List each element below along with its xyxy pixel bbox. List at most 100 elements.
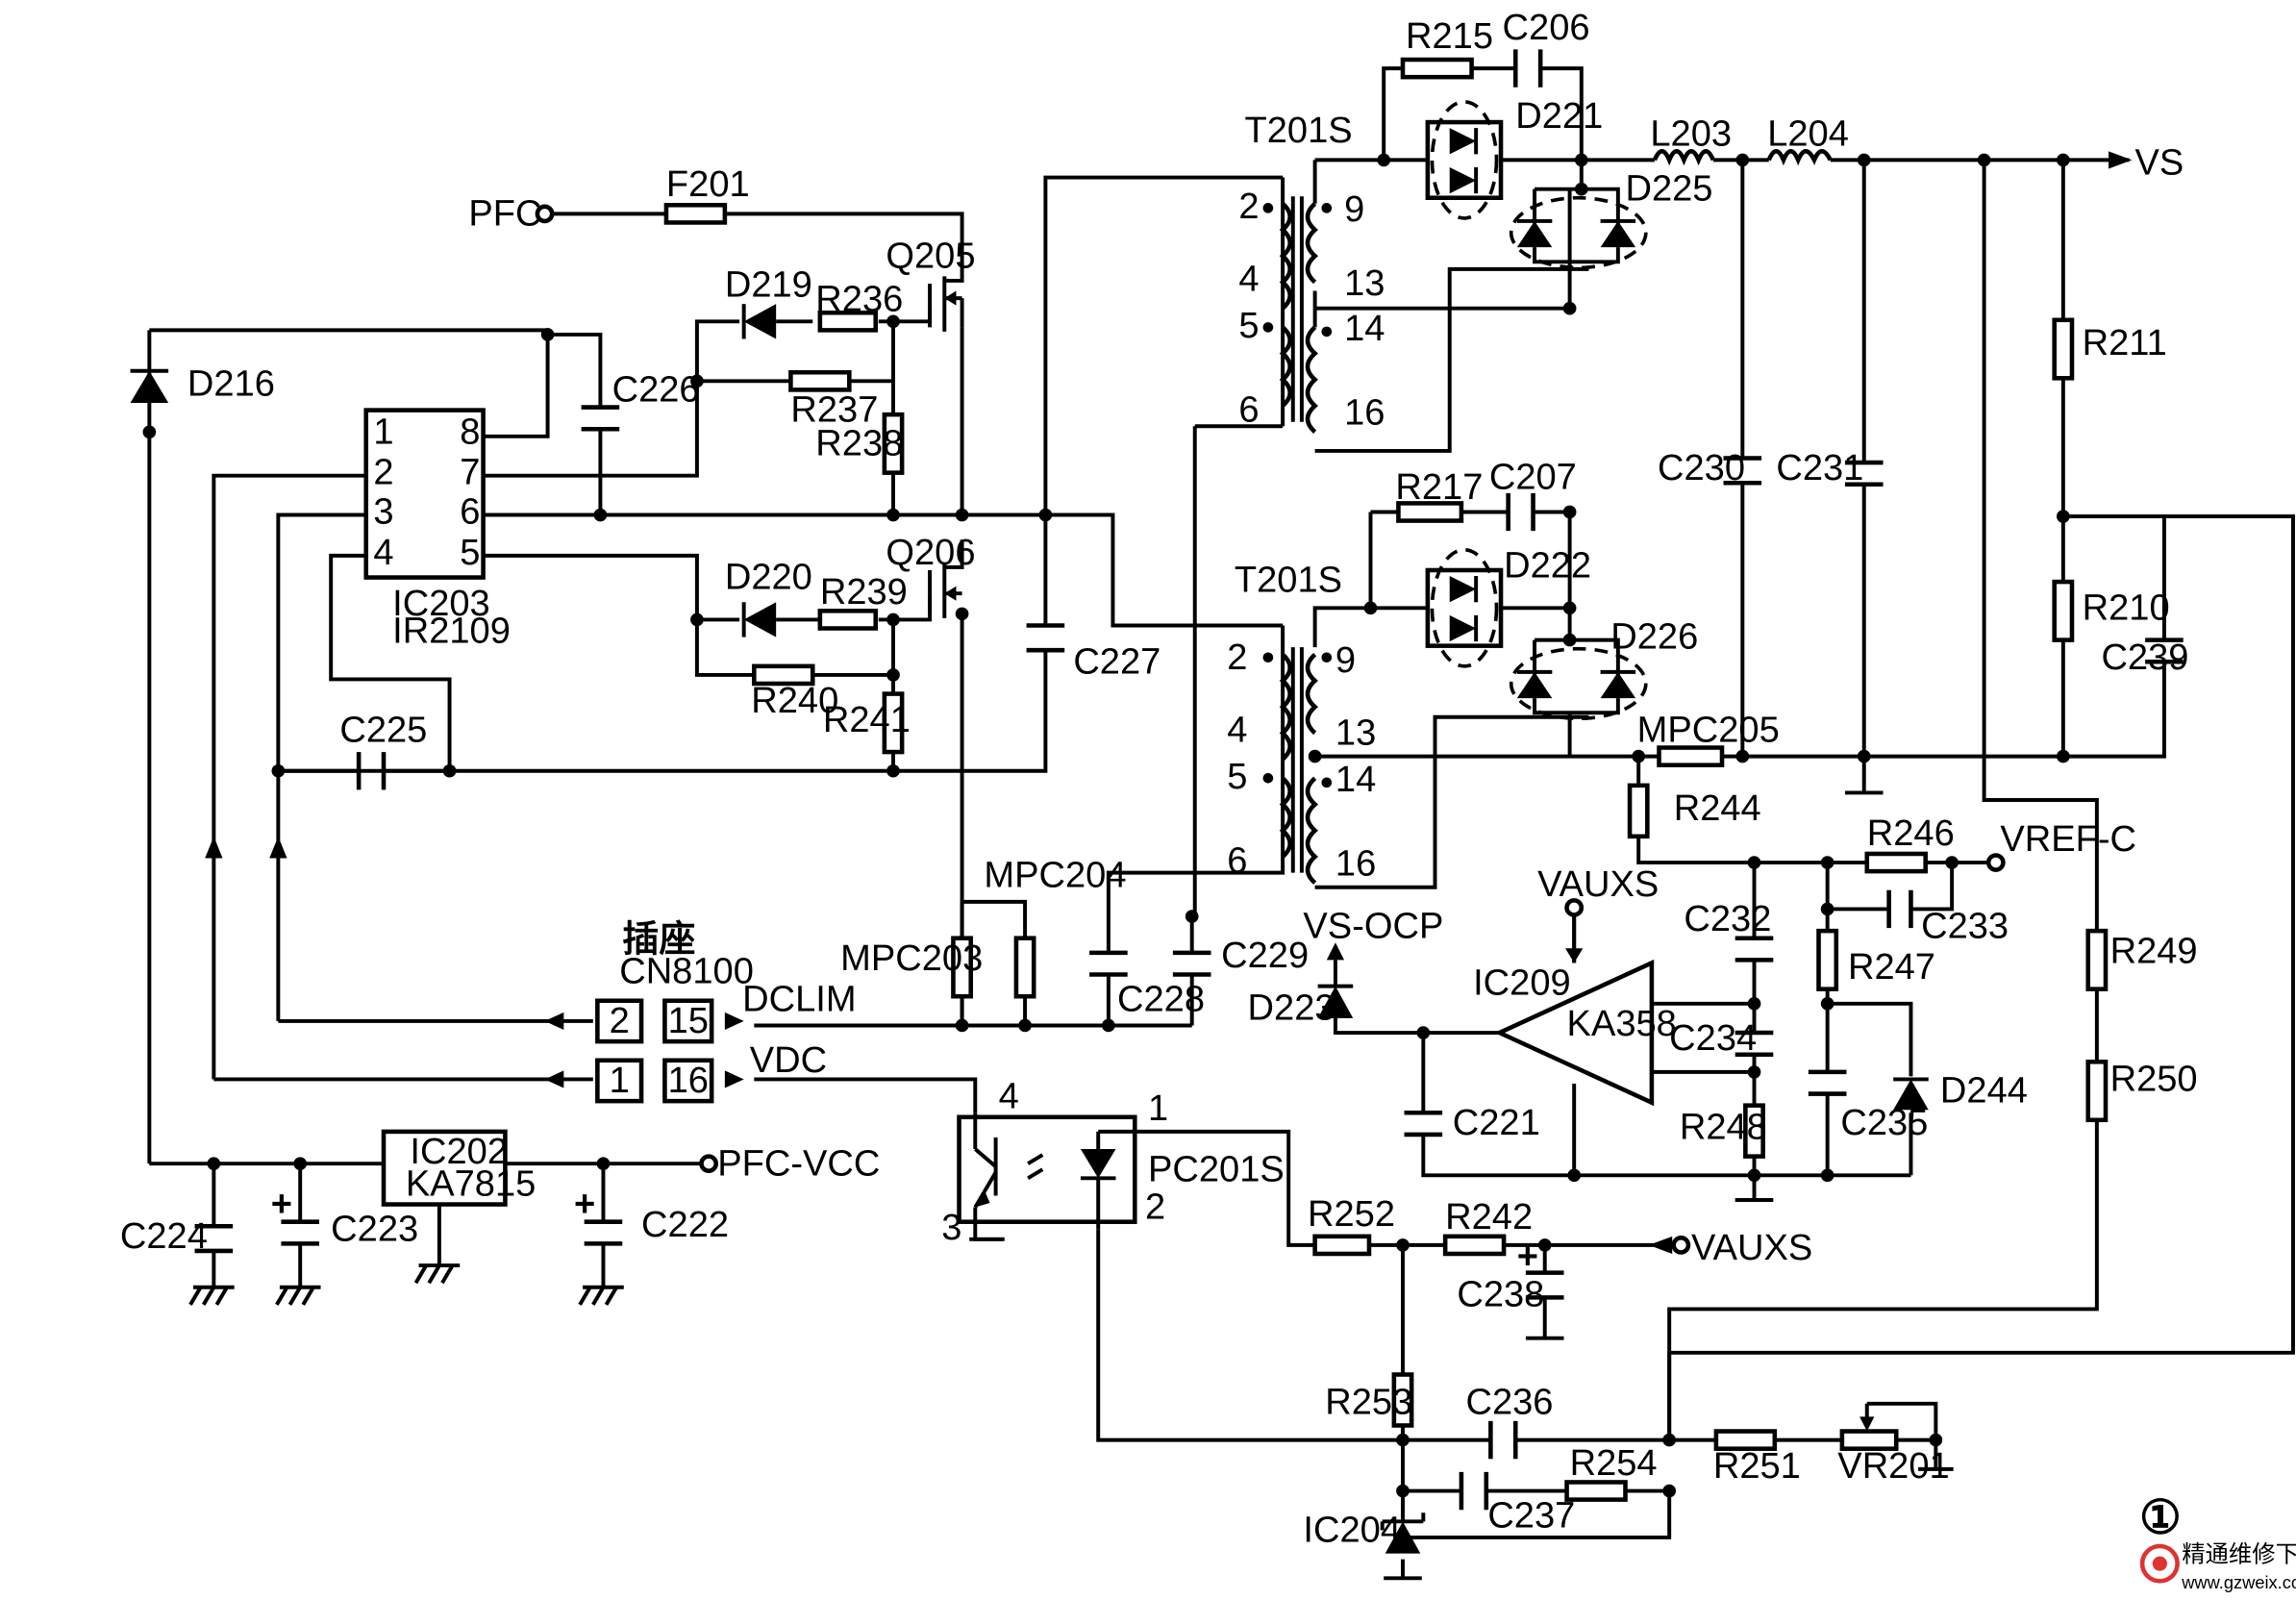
diode-d221 — [1425, 100, 1504, 220]
cn-pin-1: 1 — [610, 1061, 630, 1101]
pin-numbers: 1 2 3 4 8 7 6 5 2 4 5 6 9 13 14 16 2 4 5… — [373, 187, 1385, 1248]
dclim-arrow-left — [544, 1012, 564, 1031]
label-c224: C224 — [120, 1216, 208, 1257]
resistor-r247 — [1816, 928, 1839, 991]
pfc-terminal — [535, 204, 555, 224]
pc-pin-2: 2 — [1145, 1188, 1165, 1228]
resistor-r211 — [2052, 317, 2075, 381]
t2-pin-9: 9 — [1335, 640, 1356, 681]
resistor-mpc203 — [951, 936, 974, 999]
diode-d216 — [130, 368, 169, 404]
capacitor-c227 — [1026, 623, 1065, 653]
cn-pin-2-box — [595, 998, 644, 1044]
label-c230: C230 — [1658, 448, 1745, 488]
label-c206: C206 — [1503, 8, 1590, 48]
diode-d222 — [1425, 547, 1504, 668]
capacitor-c234 — [1734, 1030, 1774, 1057]
mosfet-q206 — [928, 563, 962, 618]
t2-pin-6: 6 — [1227, 841, 1247, 882]
vdc-arrow-left — [544, 1070, 564, 1088]
label-r210: R210 — [2083, 588, 2170, 629]
t1-pin-6: 6 — [1238, 390, 1259, 431]
resistor-mpc204 — [1013, 936, 1036, 999]
label-r217: R217 — [1395, 467, 1483, 508]
t1-pin-4: 4 — [1238, 260, 1259, 300]
resistor-r236 — [817, 310, 879, 333]
vref-c-terminal — [1985, 853, 2006, 872]
resistor-r248 — [1743, 1103, 1765, 1159]
ic203-pin-4: 4 — [373, 533, 393, 573]
label-r252: R252 — [1308, 1194, 1395, 1235]
label-ka358: KA358 — [1567, 1004, 1677, 1044]
inductor-l203 — [1652, 149, 1715, 166]
capacitor-c235 — [1808, 1069, 1847, 1096]
label-t201s-bottom: T201S — [1235, 561, 1342, 601]
resistors — [663, 57, 2109, 1502]
ic202-ka7815-body — [381, 1129, 508, 1207]
ic204-shunt-regulator — [1380, 1498, 1426, 1554]
label-c237: C237 — [1487, 1495, 1575, 1536]
label-d216: D216 — [187, 364, 275, 405]
resistor-r250 — [2085, 1060, 2109, 1123]
capacitor-c237 — [1459, 1471, 1489, 1511]
figure-number: ① — [2139, 1492, 2182, 1544]
vauxs-in-terminal — [1671, 1236, 1691, 1255]
t1-pin-2: 2 — [1238, 187, 1259, 227]
label-c229: C229 — [1221, 936, 1309, 976]
label-r249: R249 — [2110, 932, 2198, 972]
label-mpc205: MPC205 — [1637, 711, 1780, 751]
label-cn8100: CN8100 — [619, 952, 754, 992]
t1-pin-9: 9 — [1344, 189, 1364, 230]
capacitor-c238 — [1525, 1270, 1564, 1300]
watermark-site-url: www.gzweix.com — [2181, 1573, 2296, 1592]
capacitors: + + + — [194, 49, 2184, 1511]
cn-pin-15: 15 — [668, 1001, 709, 1041]
label-r244: R244 — [1674, 788, 1761, 829]
diode-d220 — [741, 602, 777, 638]
ic203-pin-2: 2 — [373, 453, 393, 493]
capacitor-c224 — [194, 1223, 234, 1254]
label-r239: R239 — [820, 572, 908, 612]
diodes — [130, 100, 1929, 1554]
resistor-vr201 — [1839, 1429, 1899, 1451]
label-c232: C232 — [1684, 899, 1771, 939]
label-r211: R211 — [2083, 323, 2167, 363]
ic203-pin-6: 6 — [460, 492, 480, 533]
wires — [147, 66, 2295, 1579]
ic203-pin-5: 5 — [460, 533, 480, 573]
pc-pin-4: 4 — [999, 1077, 1019, 1117]
label-d225: D225 — [1625, 169, 1712, 210]
label-c227: C227 — [1073, 642, 1160, 683]
label-c221: C221 — [1453, 1103, 1540, 1143]
junction-dots — [142, 153, 2070, 1498]
resistor-r252 — [1312, 1234, 1372, 1257]
transformer-t201s-bottom — [1262, 647, 1333, 885]
watermark-site-cn: 精通维修下载 — [2182, 1542, 2296, 1568]
capacitor-c223 — [281, 1219, 320, 1246]
label-d226: D226 — [1610, 617, 1698, 658]
label-r237: R237 — [790, 390, 878, 431]
cn-pin-16-box — [662, 1058, 714, 1104]
label-q205: Q205 — [886, 236, 975, 276]
label-ic202: IC202 — [410, 1132, 508, 1172]
label-d244: D244 — [1940, 1071, 2028, 1112]
t1-pin-14: 14 — [1344, 309, 1385, 349]
diode-d225 — [1509, 195, 1648, 270]
capacitor-c225 — [356, 752, 387, 790]
diode-d223 — [1317, 984, 1354, 1018]
label-c233: C233 — [1921, 907, 2009, 947]
label-d222: D222 — [1504, 546, 1591, 587]
ic203-pin-8: 8 — [460, 412, 480, 452]
label-pfc-vcc: PFC-VCC — [717, 1143, 880, 1184]
ic203-ir2109-body — [363, 408, 486, 580]
label-d219: D219 — [725, 265, 812, 306]
label-d223: D223 — [1248, 988, 1335, 1029]
label-f201: F201 — [666, 164, 750, 205]
capacitor-c233 — [1886, 889, 1913, 929]
t2-pin-16: 16 — [1335, 844, 1376, 885]
resistor-r239 — [817, 609, 879, 631]
label-c223: C223 — [331, 1209, 418, 1249]
label-vs-ocp: VS-OCP — [1303, 907, 1443, 947]
label-ic203: IC203 — [392, 584, 490, 624]
resistor-r210 — [2052, 579, 2075, 642]
